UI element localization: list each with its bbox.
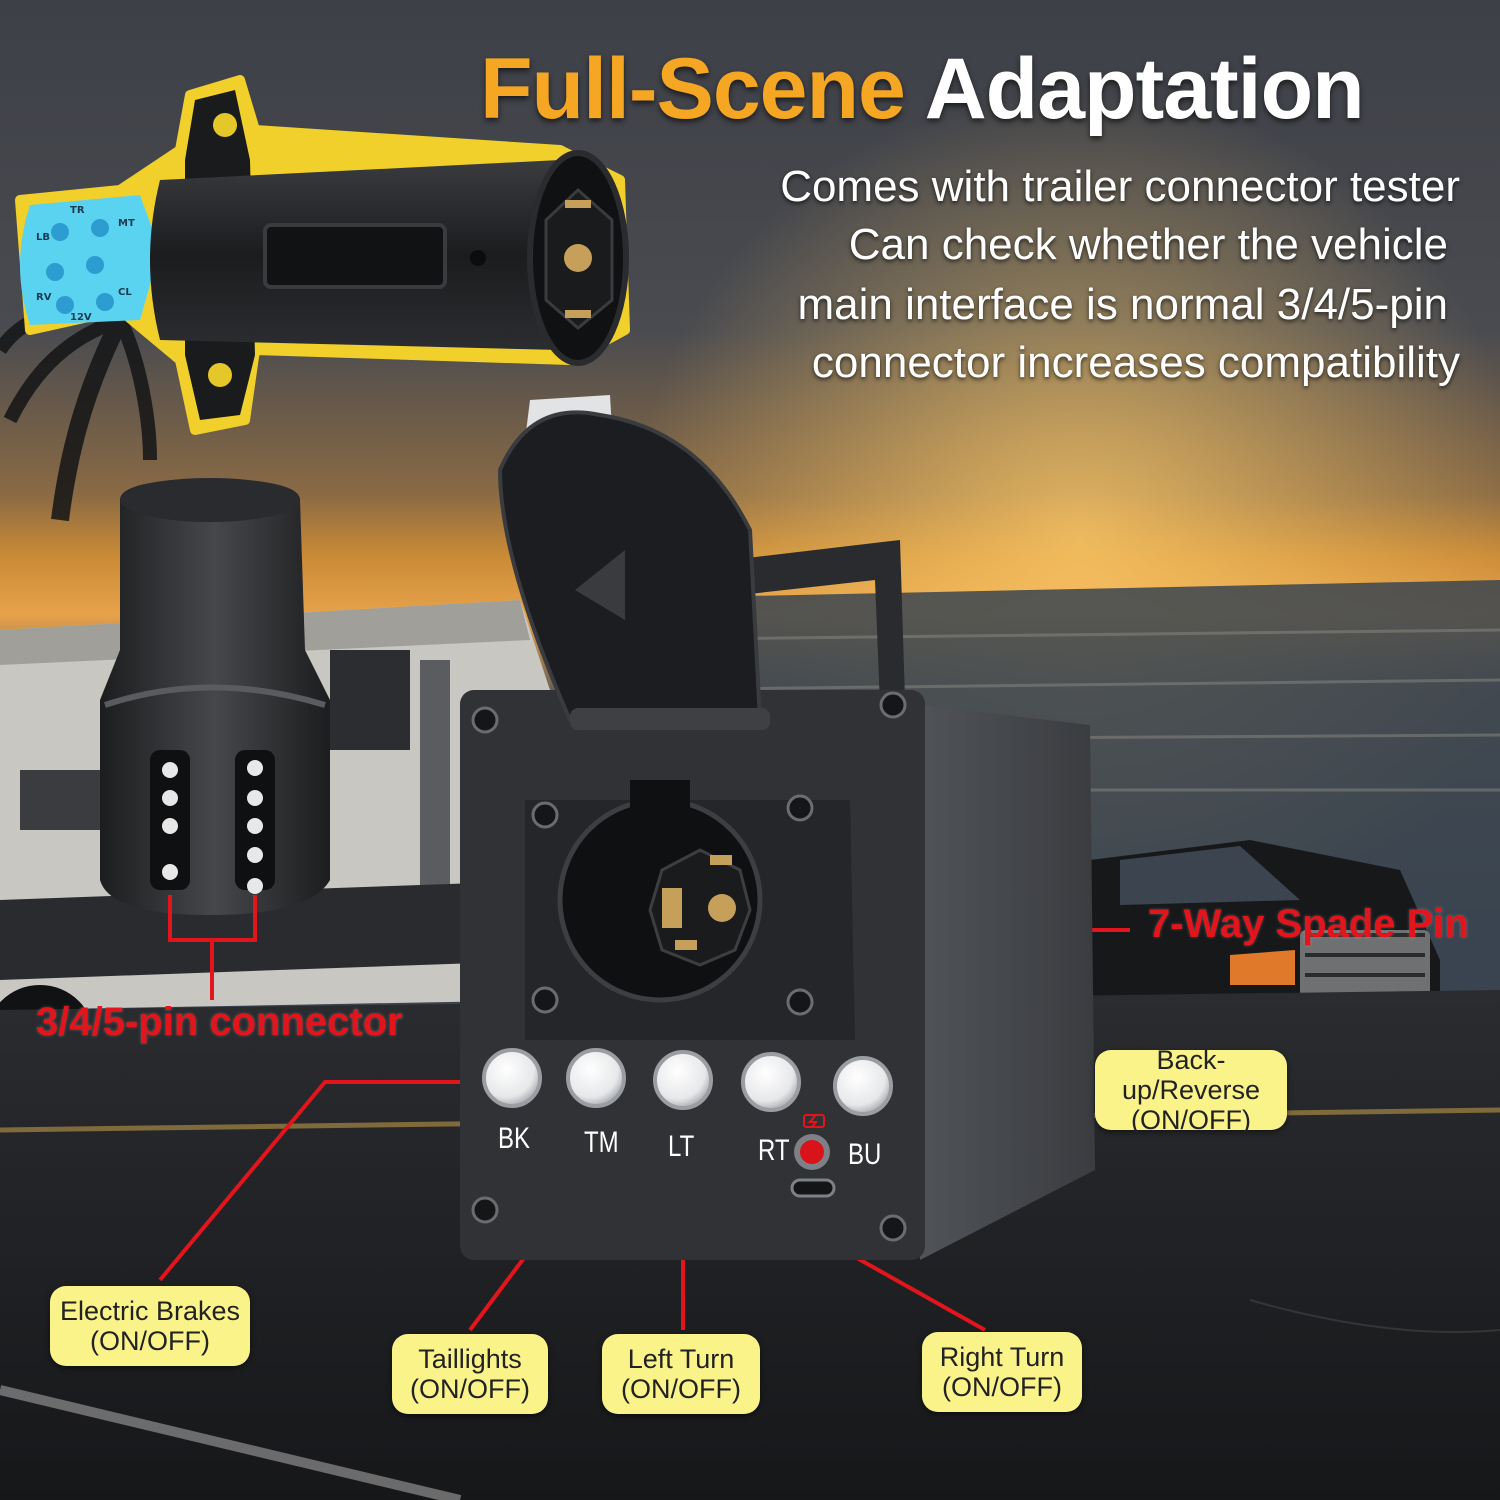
pin-connector-label: 3/4/5-pin connector (36, 1000, 403, 1044)
callout-taillights: Taillights (ON/OFF) (392, 1334, 548, 1414)
headline-rest: Adaptation (924, 41, 1365, 137)
description-line-1: Comes with trailer connector tester (780, 162, 1460, 211)
svg-text:LB: LB (36, 232, 50, 243)
seven-way-plug: TR MT LB RV CL 12V (15, 75, 630, 435)
battery-charging-icon (803, 1114, 825, 1128)
pin-adapter (100, 478, 330, 915)
button-code-bk: BK (498, 1122, 531, 1155)
button-bu[interactable] (833, 1056, 893, 1116)
charge-indicator-led-icon (794, 1134, 830, 1170)
description-line-3: main interface is normal 3/4/5-pin (797, 280, 1448, 329)
plug-pin-labels: TR MT LB RV CL 12V (36, 205, 135, 323)
tester-box (460, 395, 1095, 1260)
callout-state: (ON/OFF) (1131, 1105, 1251, 1135)
callout-state: (ON/OFF) (410, 1374, 530, 1404)
callout-title: Left Turn (627, 1344, 735, 1374)
button-code-lt: LT (668, 1130, 695, 1163)
usb-c-port-icon[interactable] (790, 1178, 836, 1198)
callout-electric-brakes: Electric Brakes (ON/OFF) (50, 1286, 250, 1366)
callout-backup-reverse: Back-up/Reverse (ON/OFF) (1095, 1045, 1287, 1135)
callout-right-turn: Right Turn (ON/OFF) (922, 1332, 1082, 1412)
button-lt[interactable] (653, 1050, 713, 1110)
tester-buttons (482, 1048, 893, 1116)
callout-state: (ON/OFF) (90, 1326, 210, 1356)
button-bk[interactable] (482, 1048, 542, 1108)
button-code-tm: TM (584, 1126, 619, 1159)
svg-text:CL: CL (118, 287, 132, 298)
callout-title: Right Turn (939, 1342, 1065, 1372)
svg-text:MT: MT (118, 218, 135, 229)
callout-title: Electric Brakes (59, 1296, 241, 1326)
svg-text:TR: TR (70, 205, 85, 216)
callout-state: (ON/OFF) (621, 1374, 741, 1404)
button-rt[interactable] (741, 1052, 801, 1112)
headline-accent: Full-Scene (480, 41, 906, 137)
callout-state: (ON/OFF) (942, 1372, 1062, 1402)
description-line-4: connector increases compatibility (811, 338, 1460, 387)
button-code-bu: BU (848, 1138, 882, 1171)
button-code-rt: RT (758, 1134, 790, 1167)
headline: Full-Scene Adaptation (480, 40, 1480, 139)
callout-left-turn: Left Turn (ON/OFF) (602, 1334, 760, 1414)
callout-title: Taillights (418, 1344, 522, 1374)
callout-title: Back-up/Reverse (1121, 1045, 1261, 1105)
svg-text:RV: RV (36, 292, 52, 303)
button-tm[interactable] (566, 1048, 626, 1108)
description-line-2: Can check whether the vehicle (848, 220, 1448, 269)
svg-text:12V: 12V (70, 312, 92, 323)
spade-pin-label: 7-Way Spade Pin (1148, 902, 1469, 946)
